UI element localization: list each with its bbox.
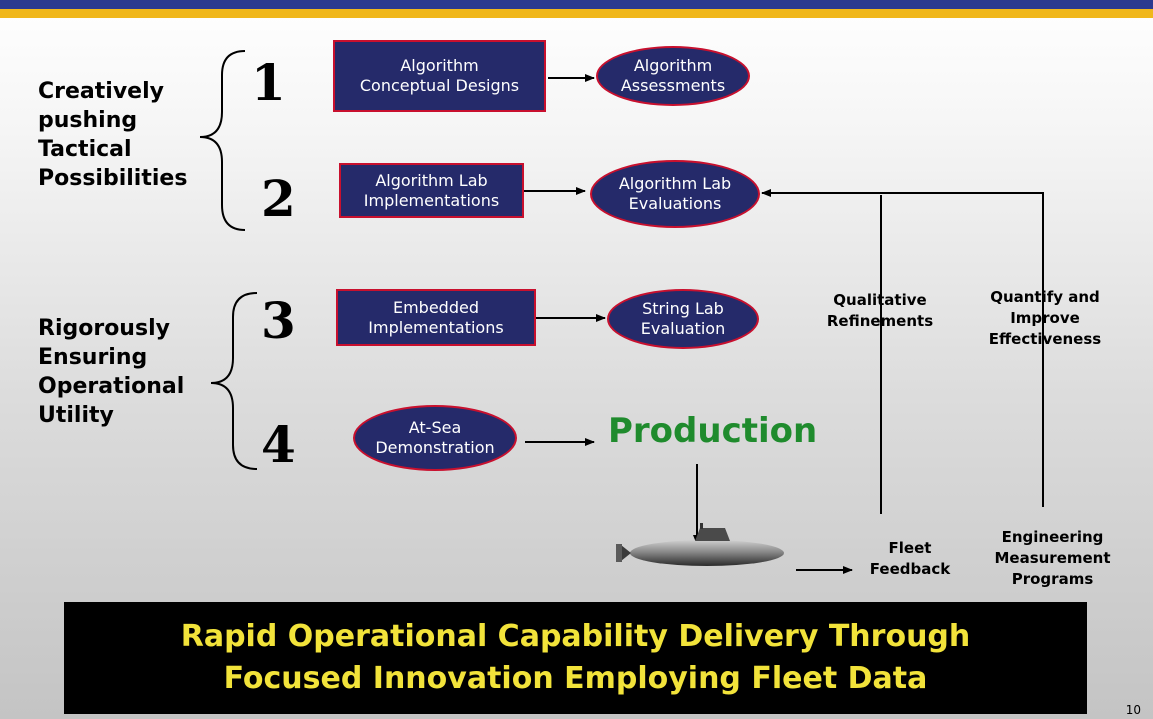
step-number: 1 [251,53,286,112]
step-number: 2 [261,169,296,228]
oval-line: Evaluation [640,319,726,338]
lower-group-title: Rigorously Ensuring Operational Utility [38,314,184,430]
engineering-measurement-programs-label: Engineering Measurement Programs [985,527,1120,590]
quantify-improve-effectiveness-label: Quantify and Improve Effectiveness [975,287,1115,350]
submarine-icon [616,523,784,566]
label-line: Refinements [826,312,934,330]
box-line: Embedded [392,297,479,317]
slogan-line: Focused Innovation Employing Fleet Data [223,661,928,696]
lower-group-brace [210,292,258,470]
slogan-banner: Rapid Operational Capability Delivery Th… [64,602,1087,714]
box-line: Algorithm Lab [375,170,488,190]
label-line: Improve [1010,309,1080,327]
box-line: Conceptual Designs [359,76,520,95]
header-bar-blue [0,0,1153,9]
label-line: Programs [1011,570,1094,588]
upper-group-brace [199,50,246,231]
title-line: pushing [38,108,138,133]
title-line: Utility [38,403,114,428]
title-line: Tactical [38,137,132,162]
label-line: Engineering [1001,528,1104,546]
title-line: Possibilities [38,166,188,191]
oval-line: Demonstration [375,438,495,457]
page-number: 10 [1125,703,1141,717]
step-number: 3 [261,291,296,350]
title-line: Rigorously [38,316,170,341]
production-label: Production [608,411,818,451]
label-line: Measurement [994,549,1111,567]
label-line: Quantify and [990,288,1100,306]
qualitative-refinements-label: Qualitative Refinements [805,290,955,332]
label-line: Feedback [869,560,951,578]
box-line: Algorithm [400,56,479,75]
oval-line: Evaluations [628,194,722,213]
title-line: Operational [38,374,185,399]
oval-line: String Lab [642,299,724,318]
oval-line: Assessments [620,76,726,95]
quantify-loop-line [761,189,1044,507]
box-line: Implementations [363,190,500,210]
label-line: Effectiveness [988,330,1102,348]
title-line: Creatively [38,79,164,104]
oval-line: Algorithm [633,56,713,75]
box-line: Implementations [368,317,504,337]
slogan-line: Rapid Operational Capability Delivery Th… [180,619,971,654]
oval-line: At-Sea [408,418,462,437]
title-line: Ensuring [38,345,148,370]
header-bar-gold [0,9,1153,18]
upper-group-title: Creatively pushing Tactical Possibilitie… [38,77,187,193]
label-line: Qualitative [833,291,927,309]
label-line: Fleet [888,539,932,557]
fleet-feedback-label: Fleet Feedback [856,538,964,580]
step-number: 4 [261,415,296,474]
oval-line: Algorithm Lab [618,174,732,193]
